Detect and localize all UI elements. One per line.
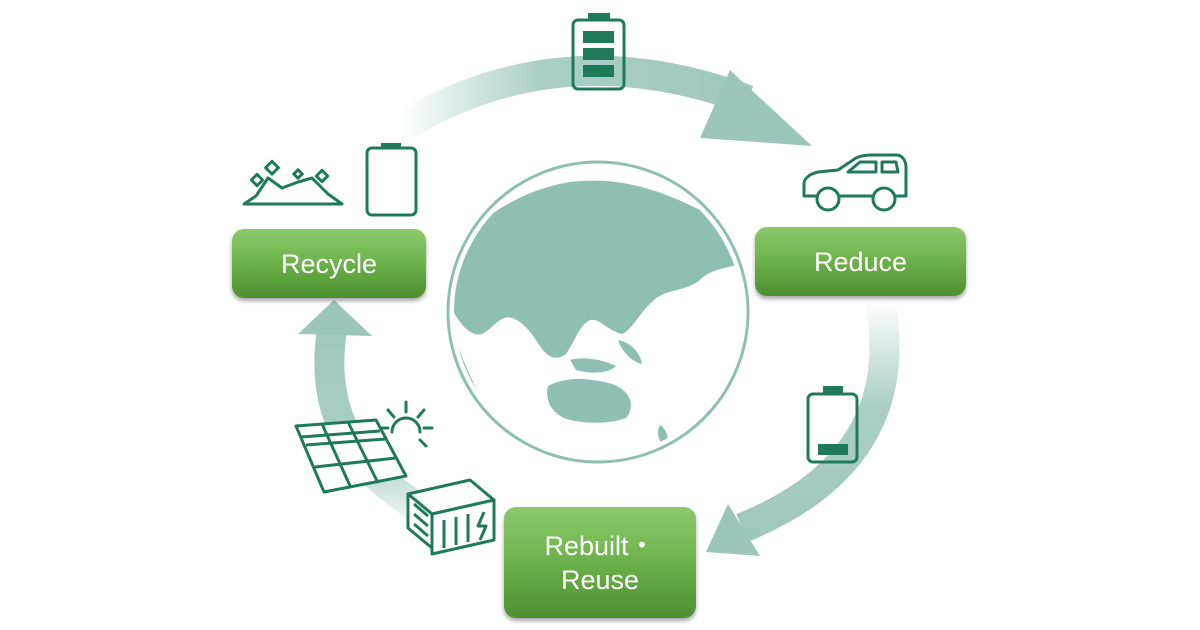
solar-panel-icon [294,418,408,494]
rebuilt-label: Rebuilt・ [544,530,656,561]
battery-full-icon [571,13,626,91]
recycle-label: Recycle [280,248,378,279]
rebuilt-reuse-stage-box: Rebuilt・ Reuse [504,507,696,618]
battery-empty-icon [365,143,418,217]
sun-icon [378,400,434,448]
car-icon [802,153,908,212]
reduce-label: Reduce [813,246,908,277]
arrow-recycle-to-reduce [392,55,812,146]
globe-icon [446,160,750,464]
minerals-icon [242,159,344,206]
energy-storage-icon [406,478,496,556]
battery-low-icon [806,386,859,464]
reduce-stage-box: Reduce [755,227,966,296]
arrow-reduce-to-reuse [706,297,900,556]
reuse-label: Reuse [560,564,640,595]
recycle-stage-box: Recycle [232,229,426,298]
